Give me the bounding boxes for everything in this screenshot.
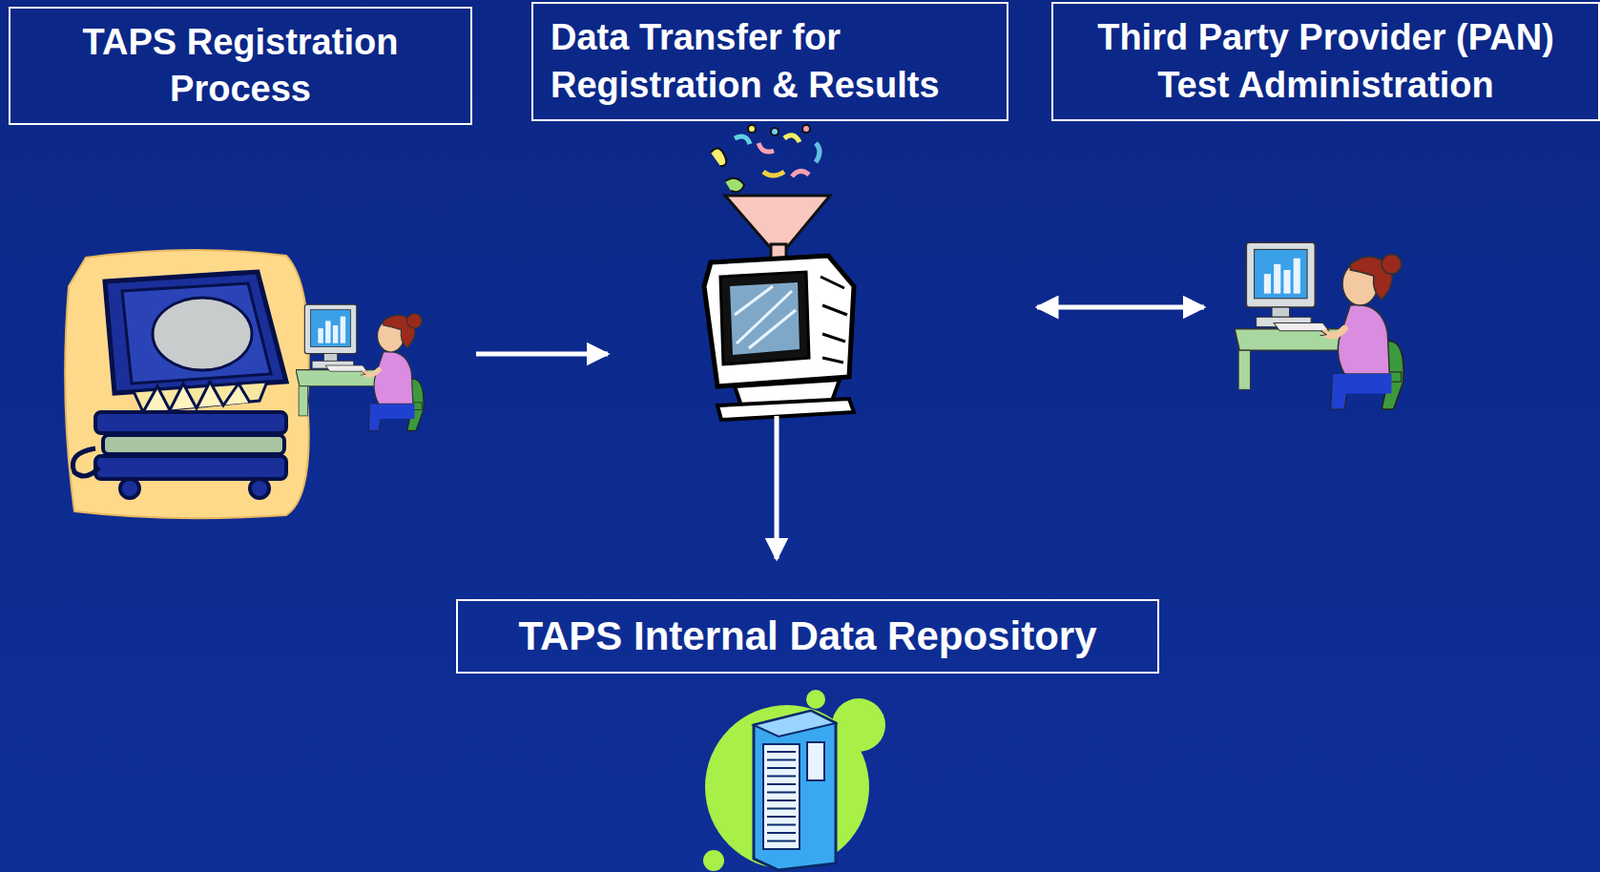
box-title: Data Transfer for Registration & Results (550, 14, 990, 109)
registration-illustration (64, 249, 424, 519)
title-box: Data Transfer for Registration & Results (531, 1, 1009, 122)
title-box: TAPS Registration Process (8, 6, 473, 125)
repository-server-icon (703, 689, 886, 872)
data-transfer-illustration (704, 124, 854, 420)
title-box: TAPS Internal Data Repository (456, 599, 1160, 674)
title-box: Third Party Provider (PAN) Test Administ… (1051, 1, 1600, 122)
provider-illustration (1234, 242, 1404, 410)
box-title: Third Party Provider (PAN) Test Administ… (1070, 14, 1581, 109)
flow-arrow (476, 352, 608, 357)
flow-arrow (774, 415, 780, 560)
flow-arrow (1037, 305, 1205, 311)
box-title: TAPS Registration Process (27, 19, 454, 114)
box-title: TAPS Internal Data Repository (518, 610, 1097, 664)
